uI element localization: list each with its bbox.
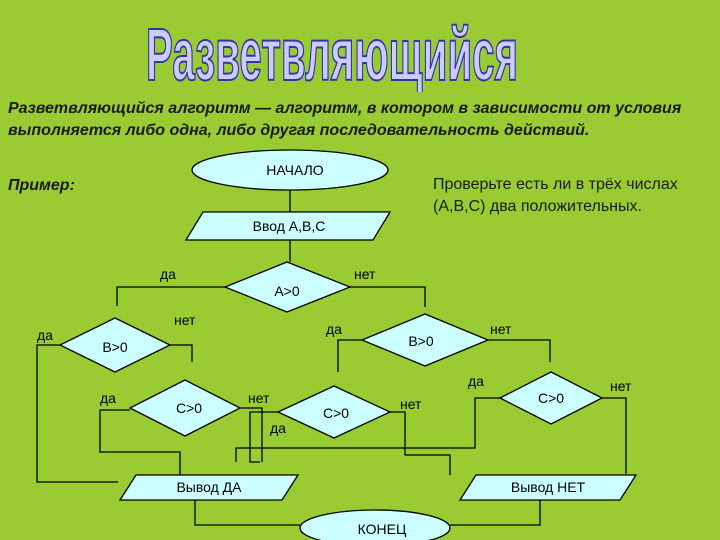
condition-b-left-label: В>0: [102, 339, 128, 355]
branch-yes-c-right: да: [468, 373, 484, 389]
condition-c-left-diamond: [128, 379, 242, 437]
condition-a-diamond: [223, 261, 352, 313]
example-label: Пример:: [8, 177, 75, 194]
output-no-parallelogram: [458, 474, 638, 501]
branch-yes-b-left: да: [37, 327, 53, 343]
branch-yes-c-mid: да: [270, 420, 286, 436]
slide-title: Разветвляющийся: [145, 12, 519, 92]
condition-c-mid-label: С>0: [323, 405, 349, 421]
task-text: Проверьте есть ли в трёх числах (А,В,С) …: [433, 176, 678, 215]
branch-yes-b-right: да: [326, 321, 342, 337]
condition-c-right-label: С>0: [538, 390, 564, 406]
branch-no-b-left: нет: [174, 312, 196, 328]
condition-a-label: А>0: [274, 283, 300, 299]
condition-b-right-label: В>0: [408, 333, 434, 349]
condition-b-left-diamond: [58, 317, 172, 373]
start-terminal: [191, 149, 389, 191]
condition-c-right-diamond: [498, 371, 604, 425]
output-yes-parallelogram: [118, 474, 300, 501]
branch-yes-c-left: да: [100, 390, 116, 406]
output-no-label: Вывод НЕТ: [511, 479, 586, 495]
branch-no-a: нет: [354, 266, 376, 282]
flow-connectors: [36, 190, 627, 526]
start-label: НАЧАЛО: [266, 162, 324, 178]
end-terminal: [299, 509, 451, 540]
branch-no-b-right: нет: [490, 321, 512, 337]
branch-yes-a: да: [160, 266, 176, 282]
condition-b-right-diamond: [360, 313, 490, 367]
condition-c-mid-diamond: [276, 385, 392, 439]
branch-no-c-left: нет: [248, 390, 270, 406]
branch-no-c-right: нет: [610, 378, 632, 394]
slide-title-text: Разветвляющийся: [146, 13, 518, 92]
output-yes-label: Вывод ДА: [176, 479, 242, 495]
end-label: КОНЕЦ: [358, 521, 407, 537]
input-parallelogram: [184, 211, 392, 241]
input-label: Ввод А,В,С: [253, 218, 326, 234]
condition-c-left-label: С>0: [176, 400, 202, 416]
definition-text: Разветвляющийся алгоритм — алгоритм, в к…: [8, 100, 682, 139]
branch-no-c-mid: нет: [400, 396, 422, 412]
